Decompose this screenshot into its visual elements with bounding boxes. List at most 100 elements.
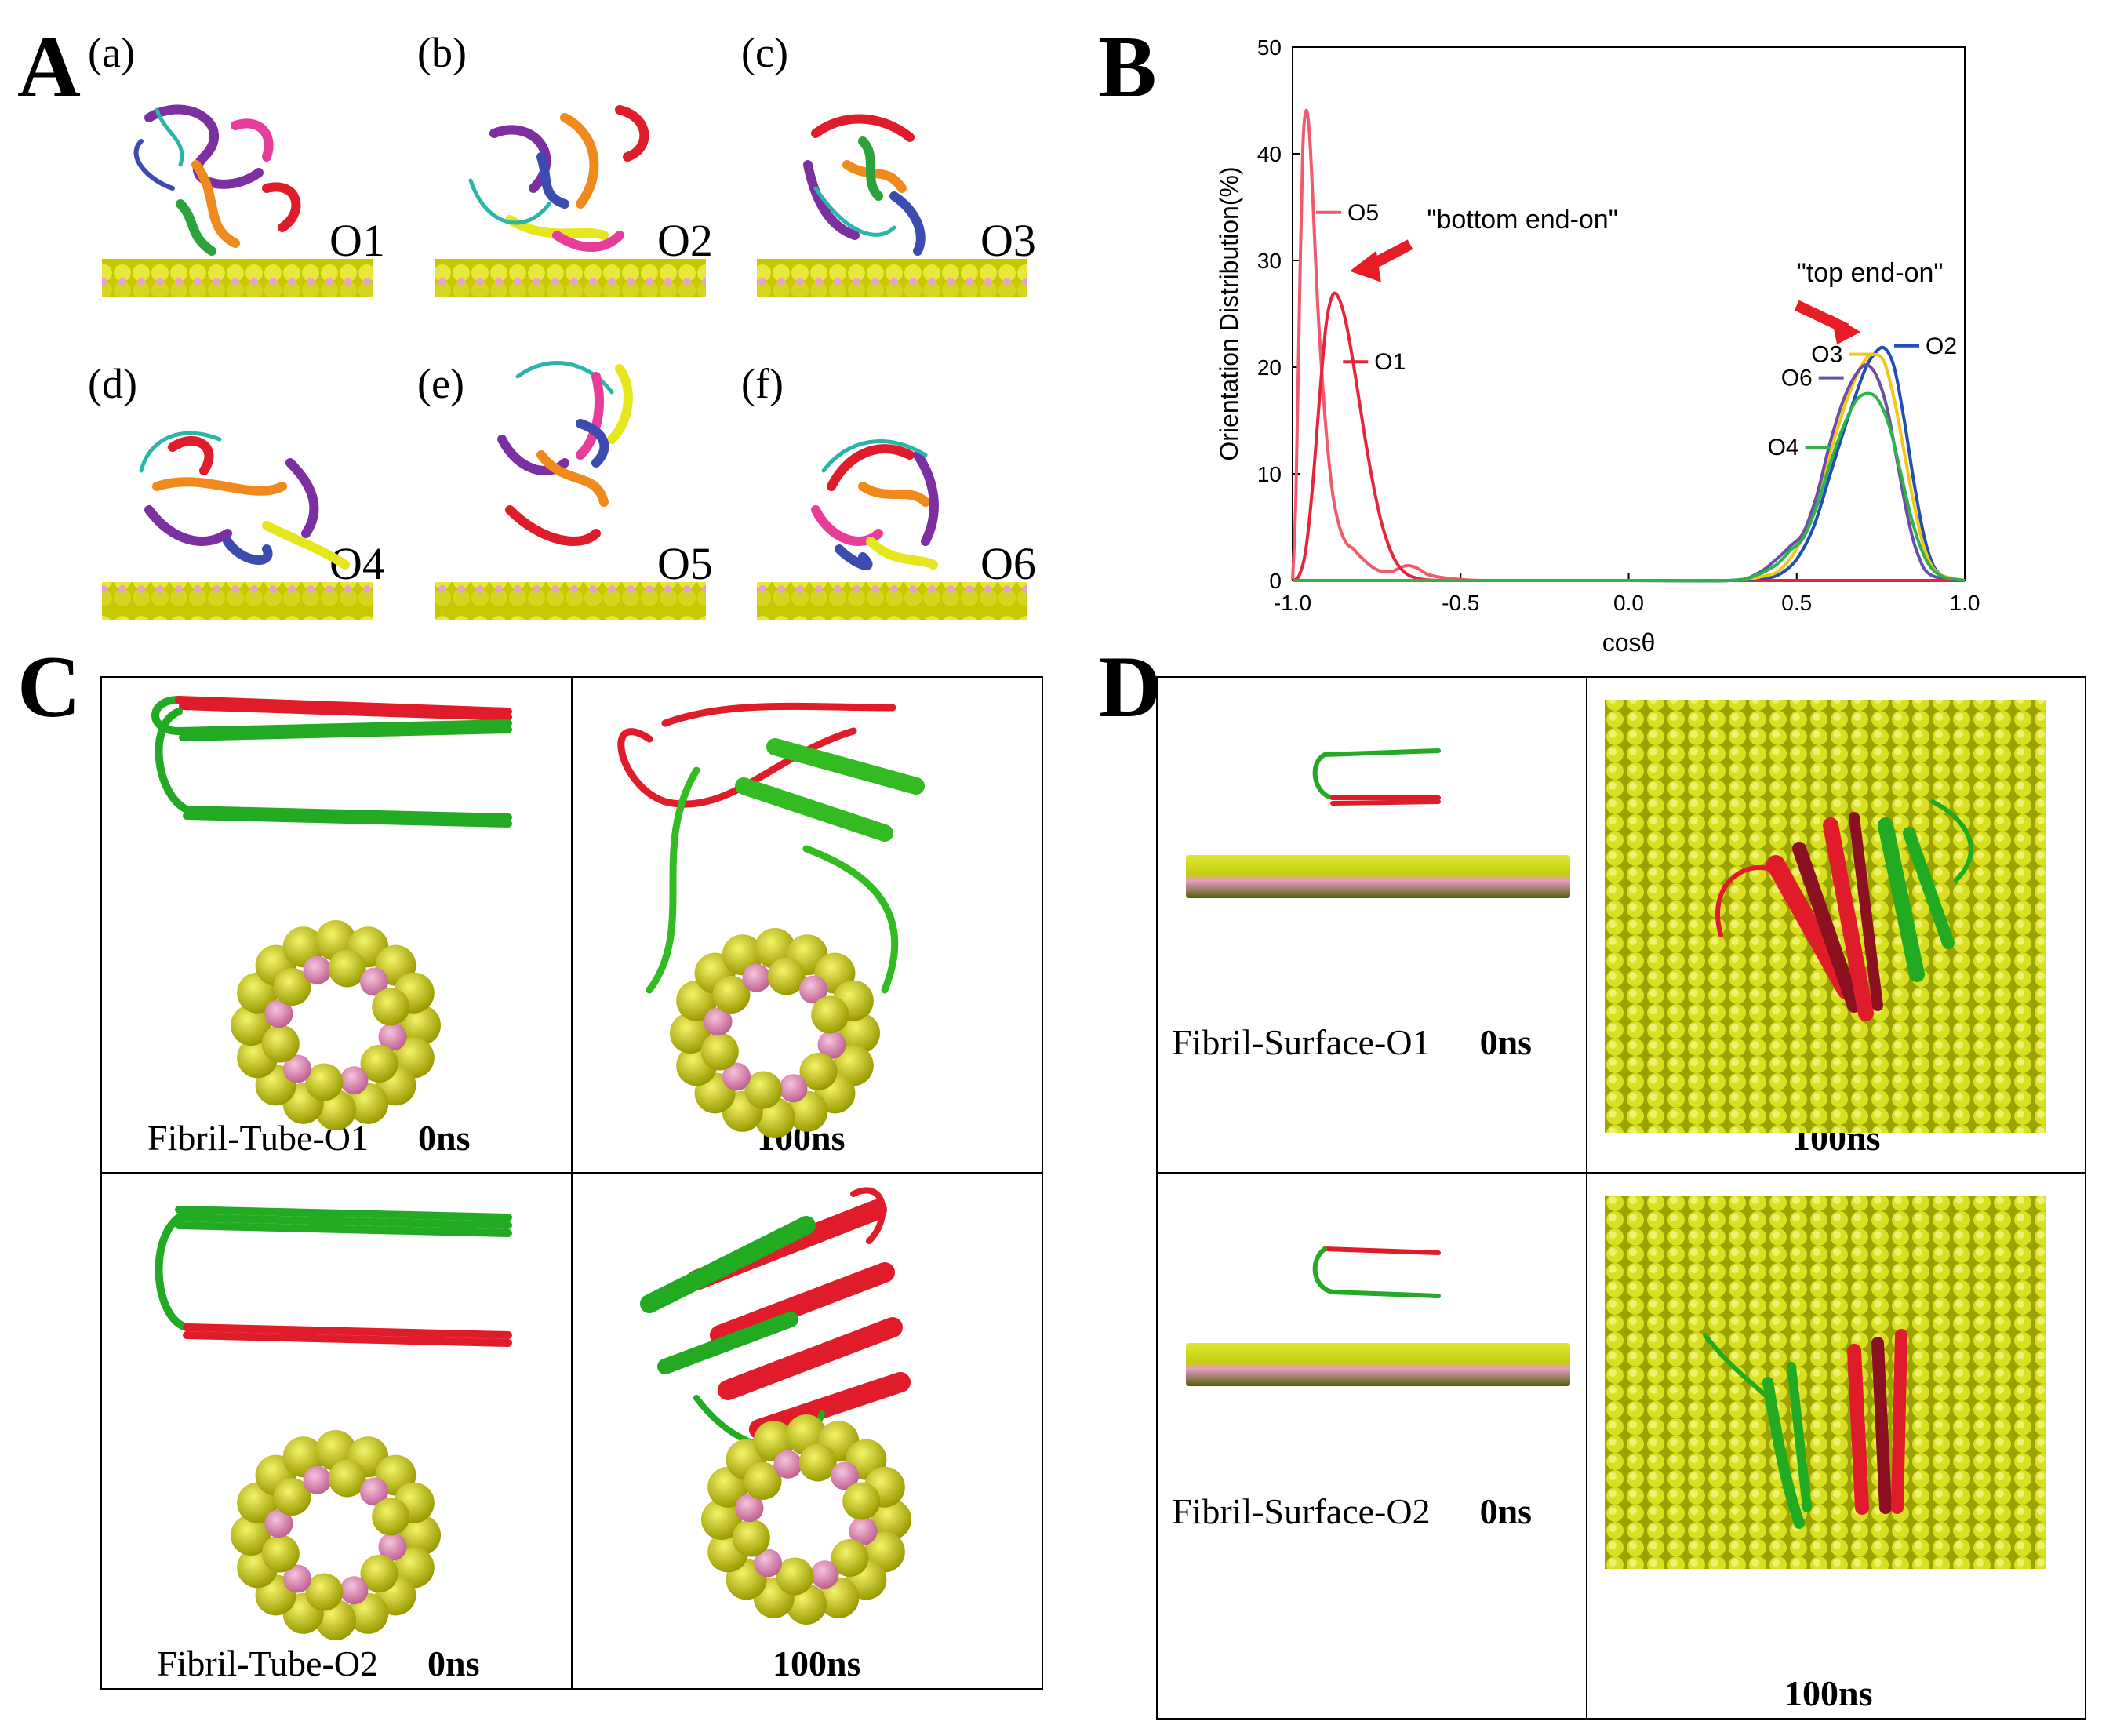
- nanotube-atom-pink: [303, 955, 332, 984]
- panel-letter-a: A: [17, 19, 81, 116]
- nanotube-atom-pink: [773, 1450, 802, 1479]
- protein-o2: [468, 105, 649, 252]
- fibril-hairpin-c1-0ns-lower: [155, 708, 512, 828]
- nanotube-atom: [670, 1013, 711, 1054]
- subpanel-label-a: (a): [88, 29, 135, 76]
- nanotube-atom: [261, 1534, 300, 1573]
- nanotube-ring-c2-0ns: [231, 1430, 441, 1640]
- nanotube-atom-pink: [378, 1532, 407, 1561]
- y-tick-label: 40: [1257, 142, 1282, 166]
- nanotube-atom: [744, 1071, 783, 1109]
- graphene-slab-o6: [757, 582, 1027, 620]
- series-line-o2: [1293, 345, 1966, 583]
- plot-frame: [1292, 46, 1966, 581]
- subpanel-label-c: (c): [741, 29, 788, 76]
- graphene-slab-o3: [757, 259, 1027, 297]
- nanotube-atom: [305, 1573, 344, 1611]
- nanotube-atom-pink: [303, 1465, 332, 1494]
- caption-text: Fibril-Surface-O1: [1172, 1022, 1431, 1062]
- annotation-bottom-end-on: "bottom end-on": [1427, 205, 1617, 235]
- nanotube-ring-c1-0ns: [231, 920, 441, 1130]
- series-line-o4: [1293, 391, 1966, 583]
- nanotube-atom-pink: [754, 1549, 782, 1578]
- nanotube-atom-pink: [264, 999, 293, 1028]
- nanotube-atom-pink: [378, 1022, 407, 1051]
- graphene-slab-o4: [102, 582, 373, 620]
- nanotube-atom: [400, 1005, 441, 1046]
- nanotube-atom-pink: [799, 975, 827, 1004]
- graphene-slab-d1: [1186, 855, 1570, 898]
- subpanel-label-e: (e): [417, 360, 464, 407]
- nanotube-ring-c2-100ns: [701, 1414, 911, 1625]
- nanotube-atom-pink: [722, 1062, 751, 1091]
- nanotube-atom-pink: [340, 1066, 369, 1095]
- fibril-small-d1-0ns: [1312, 748, 1441, 806]
- nanotube-atom: [261, 1024, 300, 1063]
- nanotube-atom-pink: [849, 1516, 878, 1545]
- orientation-label-o2: O2: [657, 215, 713, 266]
- x-axis-label: cosθ: [1602, 628, 1656, 657]
- nanotube-atom: [744, 1462, 782, 1500]
- fibril-adsorbed-d2-100ns: [1703, 1329, 1907, 1529]
- panel-d-hdivider: [1156, 1172, 2086, 1174]
- y-tick-label: 0: [1269, 569, 1282, 593]
- protein-o4: [139, 431, 350, 570]
- caption-fibril-surface-o1: Fibril-Surface-O1 0ns: [1172, 1024, 1532, 1061]
- nanotube-atom: [799, 1053, 838, 1090]
- nanotube-atom-pink: [704, 1007, 733, 1036]
- nanotube-atom: [305, 1063, 344, 1101]
- subpanel-label-f: (f): [741, 360, 784, 407]
- annotation-top-end-on: "top end-on": [1797, 258, 1944, 288]
- nanotube-atom: [273, 1478, 311, 1516]
- protein-o6: [811, 439, 939, 570]
- panel-letter-b: B: [1098, 19, 1157, 116]
- series-label-o2: O2: [1926, 333, 1957, 359]
- orientation-label-o1: O1: [329, 215, 385, 266]
- nanotube-atom: [712, 976, 751, 1014]
- time-c-row2-100ns: 100ns: [773, 1643, 861, 1683]
- nanotube-atom: [839, 1013, 880, 1054]
- nanotube-atom-pink: [283, 1054, 311, 1083]
- nanotube-atom-pink: [831, 1461, 859, 1490]
- nanotube-atom-pink: [264, 1509, 293, 1538]
- graphene-slab-o2: [435, 259, 706, 297]
- y-tick-label: 10: [1257, 462, 1282, 486]
- nanotube-atom-pink: [742, 963, 771, 992]
- nanotube-atom-pink: [340, 1576, 369, 1605]
- graphene-slab-d2: [1186, 1343, 1570, 1386]
- time-d-row2-100ns: 100ns: [1784, 1673, 1873, 1713]
- fibril-wrapped-c1-100ns: [617, 702, 925, 994]
- x-tick-label: -0.5: [1442, 591, 1479, 615]
- nanotube-atom: [231, 1515, 271, 1556]
- y-tick-label: 20: [1257, 355, 1282, 380]
- series-label-o5: O5: [1347, 200, 1379, 226]
- nanotube-atom: [231, 1005, 271, 1046]
- x-tick-label: -1.0: [1274, 591, 1311, 615]
- arrow-head-bottom-end-on: [1349, 250, 1381, 282]
- caption-time: 0ns: [427, 1643, 480, 1683]
- y-axis-label: Orientation Distribution(%): [1215, 166, 1243, 460]
- series-line-o5: [1291, 108, 1965, 583]
- nanotube-atom-pink: [779, 1074, 808, 1103]
- fibril-sheets-c2-100ns: [640, 1187, 911, 1450]
- nanotube-atom: [372, 988, 410, 1026]
- panel-c-structures: [151, 696, 925, 1640]
- series-label-o1: O1: [1374, 349, 1406, 375]
- protein-o1: [133, 104, 301, 256]
- nanotube-atom: [328, 1459, 366, 1498]
- nanotube-atom: [767, 957, 806, 995]
- nanotube-atom-pink: [810, 1560, 839, 1589]
- panel-d-structures: [1186, 700, 2046, 1569]
- caption-fibril-tube-o1: Fibril-Tube-O1 0ns: [147, 1120, 470, 1156]
- orientation-label-o6: O6: [980, 538, 1036, 589]
- nanotube-atom: [700, 1032, 739, 1071]
- series-line-o3: [1293, 352, 1966, 583]
- nanotube-atom: [776, 1557, 814, 1596]
- nanotube-atom: [811, 995, 849, 1034]
- arrow-head-top-end-on: [1831, 315, 1861, 345]
- orientation-label-o5: O5: [657, 538, 713, 589]
- panel-d-table: [1156, 676, 2086, 1720]
- nanotube-atom: [842, 1482, 881, 1520]
- orientation-label-o3: O3: [980, 215, 1036, 266]
